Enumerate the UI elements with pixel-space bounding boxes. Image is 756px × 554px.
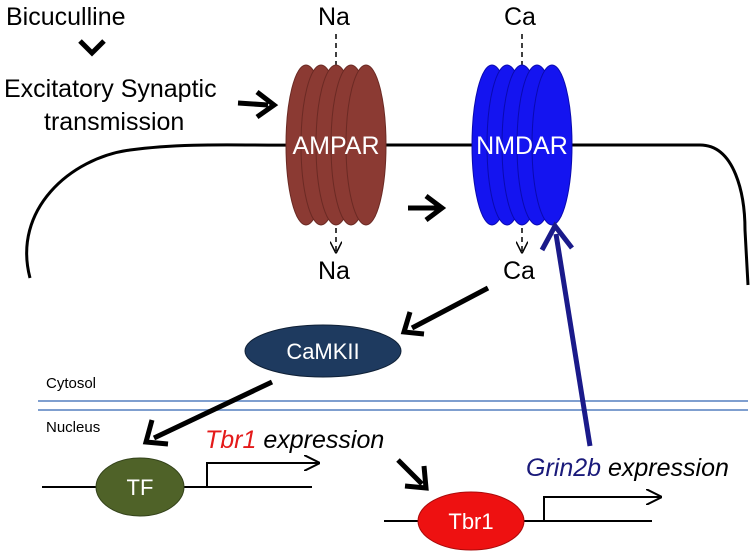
cytosol-label: Cytosol <box>46 375 96 392</box>
ampar-channel: AMPAR <box>285 64 387 226</box>
excitatory-label-line1: Excitatory Synaptic <box>4 75 217 103</box>
tbr1-node-label: Tbr1 <box>448 509 493 534</box>
tbr1-gene-name: Tbr1 <box>205 426 256 454</box>
bicuculline-down-arrow <box>78 39 106 57</box>
grin2b-expression-suffix: expression <box>601 454 729 482</box>
camkii-node: CaMKII <box>244 324 402 378</box>
na-bottom-label: Na <box>318 257 350 285</box>
grin2b-gene-name: Grin2b <box>526 454 601 482</box>
tbr1-node: Tbr1 <box>417 491 525 551</box>
na-top-label: Na <box>318 3 350 31</box>
ca-to-camkii-arrow <box>400 285 490 337</box>
excitatory-to-ampar-arrow <box>237 90 279 120</box>
tbr1-promoter-arrow <box>206 463 318 487</box>
nucleus-label: Nucleus <box>46 419 100 436</box>
nuclear-envelope <box>38 400 748 411</box>
ampar-to-nmdar-arrow <box>408 194 447 222</box>
camkii-label: CaMKII <box>286 339 359 364</box>
ampar-label: AMPAR <box>292 132 379 160</box>
grin2b-to-nmdar-feedback-arrow <box>539 221 593 447</box>
nmdar-label: NMDAR <box>476 132 568 160</box>
camkii-to-tf-arrow <box>142 379 274 447</box>
ca-bottom-label: Ca <box>503 257 535 285</box>
nmdar-channel: NMDAR <box>471 64 573 226</box>
excitatory-label-line2: transmission <box>44 108 184 136</box>
ca-top-label: Ca <box>504 3 536 31</box>
tbr1-expression-label: Tbr1 expression <box>205 426 384 454</box>
tf-node: TF <box>95 457 185 517</box>
cell-membrane <box>25 143 750 286</box>
tbr1-expression-to-tbr1-arrow <box>396 458 429 491</box>
tf-label: TF <box>127 475 154 500</box>
grin2b-promoter-arrow <box>543 497 660 521</box>
grin2b-expression-label: Grin2b expression <box>526 454 729 482</box>
bicuculline-label: Bicuculline <box>6 3 126 31</box>
tbr1-expression-suffix: expression <box>256 426 384 454</box>
